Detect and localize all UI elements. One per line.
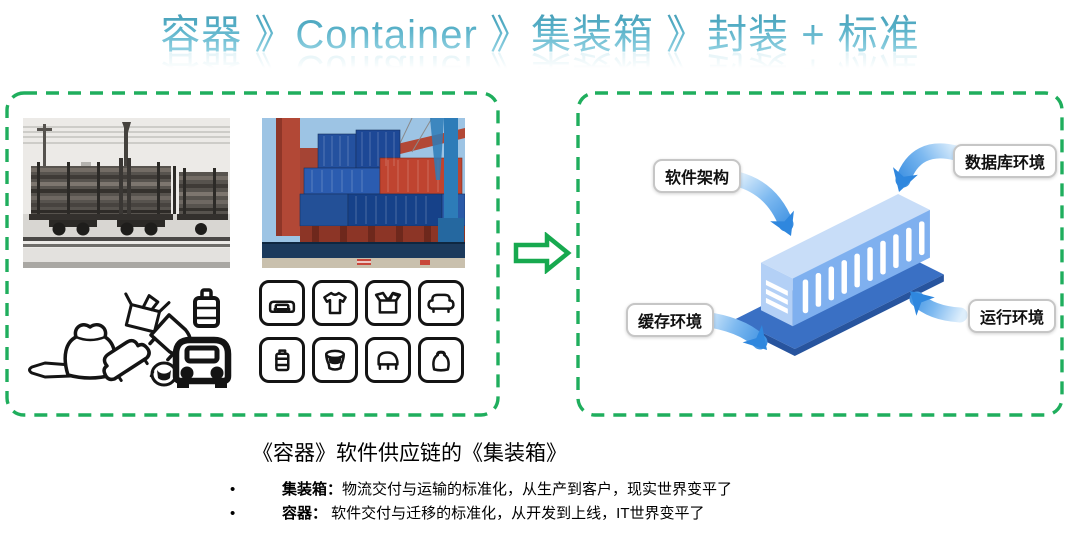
label-software-architecture: 软件架构 (653, 159, 742, 193)
caption-bullets: • 集装箱：物流交付与运输的标准化，从生产到客户，现实世界变平了 • 容器： 软… (230, 478, 732, 526)
transform-right-arrow-icon (513, 232, 572, 274)
right-panel-border (576, 91, 1064, 417)
armchair-doodle-icon (102, 338, 151, 382)
open-box-icon (374, 291, 402, 314)
bottle-doodle-icon (193, 296, 220, 328)
bullet-term: 集装箱： (282, 481, 343, 498)
water-jug-icon (275, 349, 290, 372)
t-shirt-icon (323, 291, 347, 315)
bullet-text: 物流交付与运输的标准化，从生产到客户，现实世界变平了 (342, 481, 733, 498)
car-icon (268, 300, 296, 313)
bullet-dot: • (230, 505, 236, 522)
car-tile (259, 280, 305, 326)
tshirt-tile (312, 280, 358, 326)
bullet-dot: • (230, 481, 236, 498)
slide-title: 容器 》Container 》集装箱 》封装 + 标准 (160, 2, 919, 60)
caption-heading: 《容器》软件供应链的《集装箱》 (252, 442, 567, 465)
log-train-photo (23, 118, 230, 268)
bullet-item-container-shipping: • 集装箱：物流交付与运输的标准化，从生产到客户，现实世界变平了 (230, 478, 732, 502)
container-port-photo (262, 118, 465, 268)
paint-bucket-tile (312, 337, 358, 383)
isometric-container-illustration (735, 194, 944, 357)
bullet-text: 软件交付与迁移的标准化，从开发到上线，IT世界变平了 (327, 505, 705, 522)
left-panel-border (5, 91, 500, 417)
label-runtime-env: 运行环境 (968, 299, 1057, 333)
armchair-icon (427, 293, 455, 313)
paint-bucket-icon (325, 349, 345, 371)
open-box-tile (365, 280, 411, 326)
goods-icon-grid (259, 280, 464, 383)
water-jug-tile (259, 337, 305, 383)
open-box-doodle-icon (124, 303, 162, 334)
sack-icon (432, 350, 450, 372)
slide-title-wrap: 容器 》Container 》集装箱 》封装 + 标准 (0, 2, 1080, 60)
sack-tile (418, 337, 464, 383)
goods-doodle-pile (28, 288, 232, 388)
label-cache-env: 缓存环境 (626, 303, 715, 337)
bullet-item-container-software: • 容器： 软件交付与迁移的标准化，从开发到上线，IT世界变平了 (230, 502, 732, 526)
piano-tile (365, 337, 411, 383)
bullet-term: 容器： (282, 505, 328, 522)
label-database-env: 数据库环境 (953, 144, 1058, 178)
piano-icon (377, 351, 399, 370)
armchair-tile (418, 280, 464, 326)
